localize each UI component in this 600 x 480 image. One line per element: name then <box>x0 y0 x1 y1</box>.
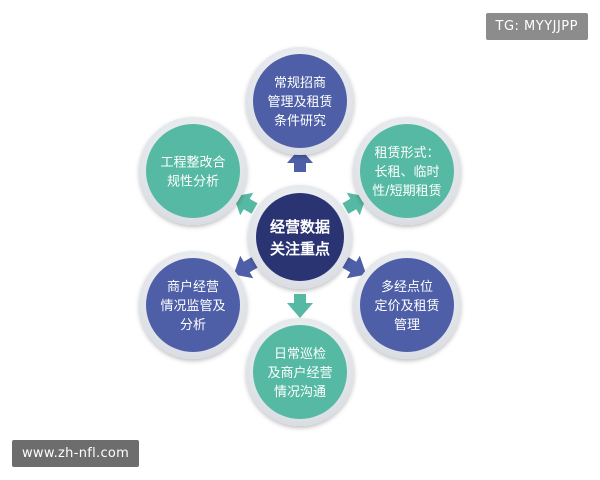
node-bottom-line-2: 及商户经营 <box>267 365 332 381</box>
center-line-2: 关注重点 <box>270 240 330 258</box>
node-upper-right-line-3: 性/短期租赁 <box>372 184 441 199</box>
center-line-1: 经营数据 <box>270 218 330 236</box>
center-node: 经营数据 关注重点 <box>248 185 352 289</box>
node-bottom-line-1: 日常巡检 <box>274 347 326 362</box>
watermark-badge: TG: MYYJJPP <box>485 13 588 40</box>
node-top-line-2: 管理及租赁 <box>267 95 332 110</box>
node-upper-left-line-2: 规性分析 <box>167 175 219 190</box>
arrow-top <box>287 148 313 172</box>
node-upper-right-line-2: 长租、临时 <box>374 165 439 180</box>
node-lower-left-line-3: 分析 <box>180 318 206 333</box>
node-lower-left-line-2: 情况监管及 <box>160 299 225 314</box>
node-lower-right-line-3: 管理 <box>394 318 420 333</box>
node-top-line-1: 常规招商 <box>274 76 326 91</box>
node-upper-right-line-1: 租赁形式： <box>374 146 439 161</box>
site-url-badge: www.zh-nfl.com <box>12 440 140 467</box>
arrow-upper-left <box>233 192 258 216</box>
node-upper-right: 租赁形式： 长租、临时性/短期租赁 <box>353 117 461 225</box>
node-bottom-line-3: 情况沟通 <box>274 385 326 400</box>
arrow-lower-left <box>233 255 258 279</box>
node-lower-right-line-2: 定价及租赁 <box>374 299 439 314</box>
node-upper-left-line-1: 工程整改合 <box>160 156 225 171</box>
node-lower-left-line-1: 商户经营 <box>167 279 219 295</box>
arrow-bottom <box>287 294 313 318</box>
node-lower-right-line-1: 多经点位 <box>381 279 433 295</box>
arrow-lower-right <box>342 255 367 279</box>
node-top-line-3: 条件研究 <box>274 113 326 129</box>
arrow-upper-right <box>342 192 367 216</box>
